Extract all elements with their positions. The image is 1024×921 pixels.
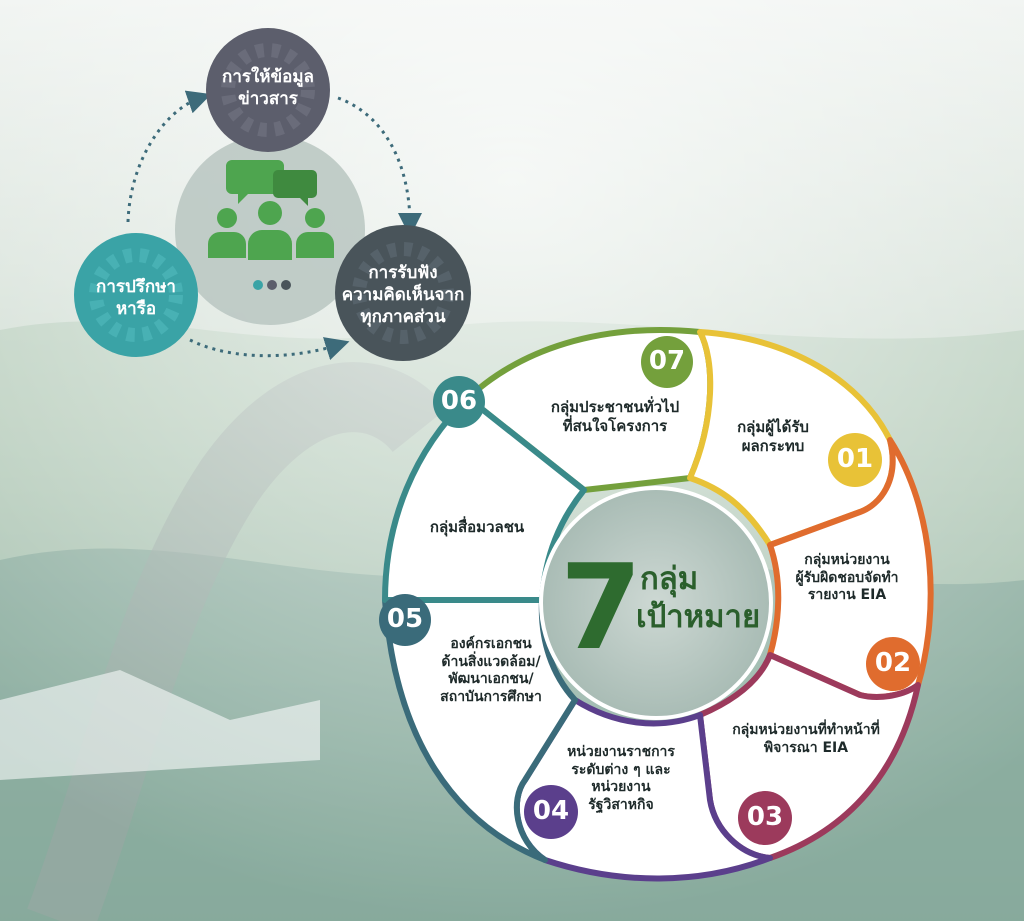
center-hub <box>539 486 773 720</box>
node-listen-label: การรับฟัง ความคิดเห็นจาก ทุกภาคส่วน <box>341 263 465 328</box>
badge-01-circle <box>828 433 882 487</box>
arrow-info-to-listen <box>337 96 422 237</box>
badge-03-circle <box>738 791 792 845</box>
segment-06-label: กลุ่มสื่อมวลชน <box>429 518 525 536</box>
arrow-consult-to-info <box>126 90 212 223</box>
node-info-label: การให้ข้อมูล ข่าวสาร <box>222 67 314 110</box>
badge-06-circle <box>433 376 485 428</box>
badge-02-number: 02 <box>874 648 912 678</box>
badge-05-number: 05 <box>386 604 424 634</box>
node-listen-gear <box>335 225 471 361</box>
segment-04 <box>513 697 773 882</box>
segment-02-label: กลุ่มหน่วยงาน ผู้รับผิดชอบจัดทำ รายงาน E… <box>795 552 899 603</box>
segment-01 <box>687 329 896 548</box>
badge-04-circle <box>524 785 578 839</box>
center-line1: กลุ่ม <box>640 561 699 597</box>
segment-05-label: องค์กรเอกชน ด้านสิ่งแวดล้อม/ พัฒนาเอกชน/… <box>440 636 542 705</box>
badge-01-number: 01 <box>836 444 874 474</box>
segment-02 <box>767 437 934 700</box>
badge-04-number: 04 <box>532 796 570 826</box>
segment-07-label: กลุ่มประชาชนทั่วไป ที่สนใจโครงการ <box>550 398 680 435</box>
badge-07-circle <box>641 336 693 388</box>
node-consult-label: การปรึกษา หารือ <box>96 277 176 320</box>
people-chat-icon <box>208 160 334 290</box>
badge-03-number: 03 <box>746 802 784 832</box>
node-consult-gear <box>74 233 198 357</box>
segment-01-label: กลุ่มผู้ได้รับ ผลกระทบ <box>737 418 809 455</box>
node-info-gear <box>206 28 330 152</box>
center-line2: เป้าหมาย <box>636 599 761 635</box>
arrow-consult-to-listen <box>189 337 350 361</box>
badge-05-circle <box>379 594 431 646</box>
badge-06-number: 06 <box>440 386 478 416</box>
center-number: 7 <box>560 538 642 676</box>
badge-07-number: 07 <box>648 346 686 376</box>
badge-02-circle <box>866 637 920 691</box>
segment-03-label: กลุ่มหน่วยงานที่ทำหน้าที่ พิจารณา EIA <box>732 722 880 756</box>
segment-04-label: หน่วยงานราชการ ระดับต่าง ๆ และ หน่วยงาน … <box>567 744 675 813</box>
